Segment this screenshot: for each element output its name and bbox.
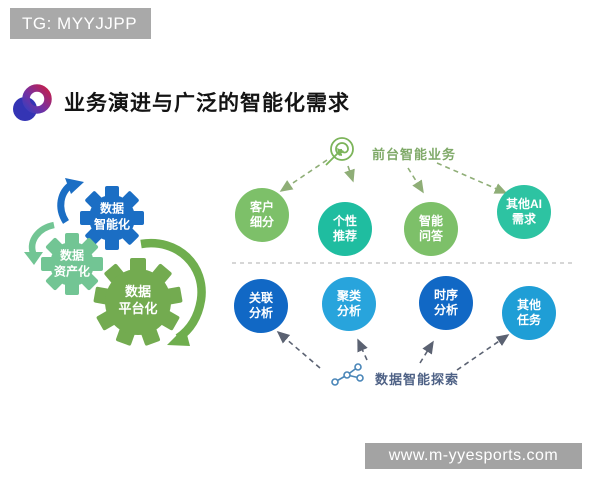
circle-personal-recommendation: 个性 推荐 — [318, 202, 372, 256]
flow-diagram: 前台智能业务 数据智能探索 客户 细分 个性 推荐 智能 问答 其他AI 需求 … — [220, 125, 590, 405]
circle-other-tasks: 其他 任务 — [502, 286, 556, 340]
circle-smart-qa: 智能 问答 — [404, 202, 458, 256]
mint-curved-arrow-icon — [24, 221, 55, 265]
gear-data-intelligence — [80, 186, 144, 250]
flow-wires-svg — [232, 137, 572, 386]
gear-label-data-intelligence: 数据 智能化 — [93, 201, 130, 231]
circle-customer-segmentation: 客户 细分 — [235, 188, 289, 242]
gear-label-data-asset: 数据 资产化 — [53, 248, 90, 278]
page-title: 业务演进与广泛的智能化需求 — [64, 92, 350, 115]
blue-red-ring-logo-icon — [13, 84, 52, 121]
network-icon — [331, 363, 364, 386]
bottom-dashed-arrows — [276, 330, 510, 371]
watermark-bottom-banner: www.m-yyesports.com — [365, 443, 582, 469]
blue-curved-arrow-icon — [57, 178, 84, 224]
gear-data-platform — [93, 258, 183, 346]
target-arrow-icon — [325, 137, 354, 166]
gears-svg — [24, 178, 206, 346]
circle-timeseries-analysis: 时序 分析 — [419, 276, 473, 330]
bottom-hub-label: 数据智能探索 — [375, 372, 460, 387]
green-curved-arrow-icon — [140, 238, 206, 346]
circle-cluster-analysis: 聚类 分析 — [322, 277, 376, 331]
gear-label-data-platform: 数据 平台化 — [118, 284, 158, 316]
gear-data-asset — [41, 233, 103, 295]
circle-other-ai-needs: 其他AI 需求 — [497, 185, 551, 239]
gears-illustration: 数据 智能化 数据 资产化 数据 平台化 — [10, 160, 220, 370]
top-dashed-arrows — [279, 159, 508, 194]
top-hub-label: 前台智能业务 — [372, 147, 457, 162]
circle-association-analysis: 关联 分析 — [234, 279, 288, 333]
watermark-top-banner: TG: MYYJJPP — [10, 8, 151, 39]
